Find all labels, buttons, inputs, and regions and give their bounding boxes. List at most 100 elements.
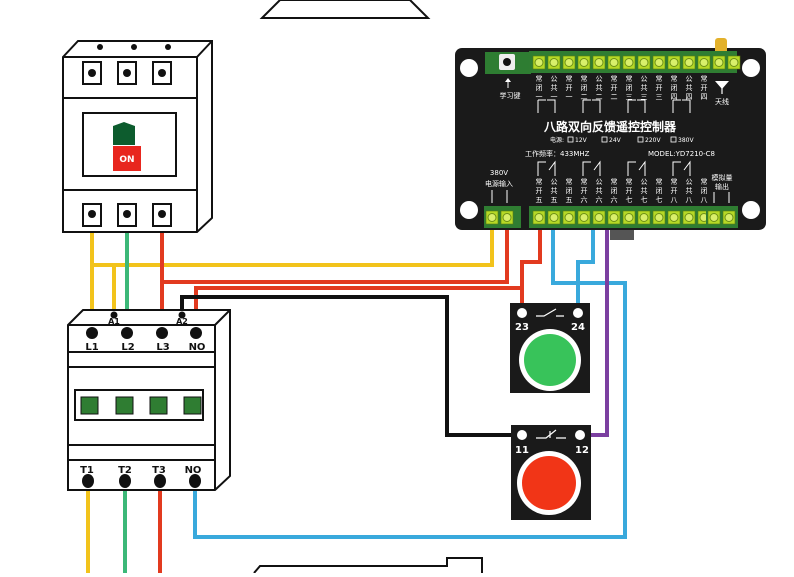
top-terminal-block [529,51,741,73]
bottom-channel-label-7-char-3: 七 [626,195,633,204]
wire-black-a2 [180,295,520,437]
contactor-label-no-bottom: NO [185,465,202,476]
top-partial-device [259,0,431,19]
relay-symbol-6-icon [582,160,601,176]
start-button-terminal-24 [573,308,583,318]
breaker-on-label: ON [119,155,134,165]
top-channel-label-7-char-1: 常 [626,74,633,83]
voltage-12v: 12V [575,137,588,144]
wire-purple-stop [590,228,609,437]
start-button-terminal-23 [517,308,527,318]
bottom-terminal-1-screw [534,213,544,222]
bottom-channel-label-9-char-1: 常 [656,177,663,186]
bottom-channel-label-1-char-3: 五 [536,196,543,204]
top-terminal-1-screw [534,58,544,67]
contactor-label-t1: T1 [80,465,94,476]
contactor-terminal-no-top [190,327,202,339]
top-channel-label-5-char-1: 公 [596,75,603,83]
board-mount-hole-bl [460,201,478,219]
board-mount-hole-br [742,201,760,219]
bottom-channel-label-5-char-2: 共 [596,186,603,195]
contactor-label-l2: L2 [121,342,134,353]
power-input-label: 电源输入 [485,179,513,188]
model-label: MODEL:YD7210-C8 [648,150,715,158]
contactor-terminal-t2 [119,474,131,488]
bottom-channel-label-2-char-2: 共 [551,186,558,195]
bottom-partial-device [253,557,483,574]
wire-red-power [162,228,509,284]
bottom-relay-symbols [537,160,691,176]
top-terminal-14-screw [729,58,739,67]
bottom-channel-label-5-char-1: 公 [596,178,603,186]
contactor-label-a2: A2 [176,317,188,326]
bottom-channel-label-6-char-1: 常 [611,177,618,186]
top-channel-label-10-char-1: 常 [671,74,678,83]
bottom-terminal-2-screw [549,213,559,222]
contactor-indicator-1 [80,396,99,415]
bottom-channel-label-2-char-3: 五 [551,196,558,204]
antenna-label: 天线 [715,97,729,106]
contactor-label-t3: T3 [152,465,166,476]
stop-button-terminal-11 [517,430,527,440]
bottom-channel-label-9-char-2: 闭 [656,187,663,195]
top-terminal-10-screw [669,58,679,67]
contactor-indicator-2 [115,396,134,415]
voltage-checkbox-12v [567,136,574,143]
top-channel-label-3-char-3: 一 [566,93,573,101]
contactor-terminal-l2 [121,327,133,339]
contactor-terminal-l1 [86,327,98,339]
top-channel-label-9-char-2: 开 [656,84,663,92]
top-terminal-6-screw [609,58,619,67]
bottom-terminal-7-screw [624,213,634,222]
board-body [455,48,766,230]
bottom-channel-label-8-char-2: 共 [641,186,648,195]
contactor-indicator-3 [149,396,168,415]
contactor-label-no-top: NO [189,342,206,353]
top-terminal-2-screw [549,58,559,67]
bottom-channel-label-4-char-2: 开 [581,187,588,195]
bottom-terminal-9-screw [654,213,664,222]
stop-button-terminal-12 [575,430,585,440]
top-channel-label-9-char-3: 三 [656,93,663,101]
bottom-terminal-5-screw [594,213,604,222]
top-channel-label-4-char-2: 闭 [581,84,588,92]
bottom-channel-label-3-char-3: 五 [566,196,573,204]
bottom-terminal-10-screw [669,213,679,222]
top-channel-label-12-char-3: 四 [701,93,708,101]
learn-key-label: 学习键 [500,91,521,100]
bottom-channel-label-7-char-2: 开 [626,187,633,195]
voltage-380v: 380V [678,137,694,144]
bottom-channel-label-4-char-1: 常 [581,177,588,186]
voltage-checkbox-220v [637,136,644,143]
bottom-channel-label-9-char-3: 七 [656,195,663,204]
contactor: A1 A2 L1 L2 L3 NO T1 T2 T3 NO [67,309,231,491]
contactor-label-a1: A1 [108,317,120,326]
power-terminal-2-screw [502,213,512,222]
breaker-bottom-screw-2 [123,210,131,218]
start-contact-symbol-icon [536,308,564,317]
breaker-top-screw-2 [123,69,131,77]
top-channel-label-12-char-1: 常 [701,74,708,83]
learn-key-cap[interactable] [503,58,511,66]
board-mount-hole-tl [460,59,478,77]
voltage-checkbox-24v [601,136,608,143]
breaker-screw-3 [165,44,171,50]
top-channel-label-2-char-3: 一 [551,93,558,101]
analog-terminal-2-screw [724,213,734,222]
top-channel-label-6-char-1: 常 [611,74,618,83]
voltage-checkbox-380v [670,136,677,143]
relay-symbol-7-icon [627,160,646,176]
top-channel-label-12-char-2: 开 [701,84,708,92]
bottom-terminal-8-screw [639,213,649,222]
bottom-channel-label-3-char-2: 闭 [566,187,573,195]
start-button-cap[interactable] [524,334,576,386]
bottom-terminal-block [484,206,738,228]
top-channel-label-2-char-2: 共 [551,83,558,92]
top-terminal-5-screw [594,58,604,67]
stop-button-cap[interactable] [522,456,576,510]
relay-symbol-3-icon [627,99,646,113]
breaker-bottom-screw-3 [158,210,166,218]
